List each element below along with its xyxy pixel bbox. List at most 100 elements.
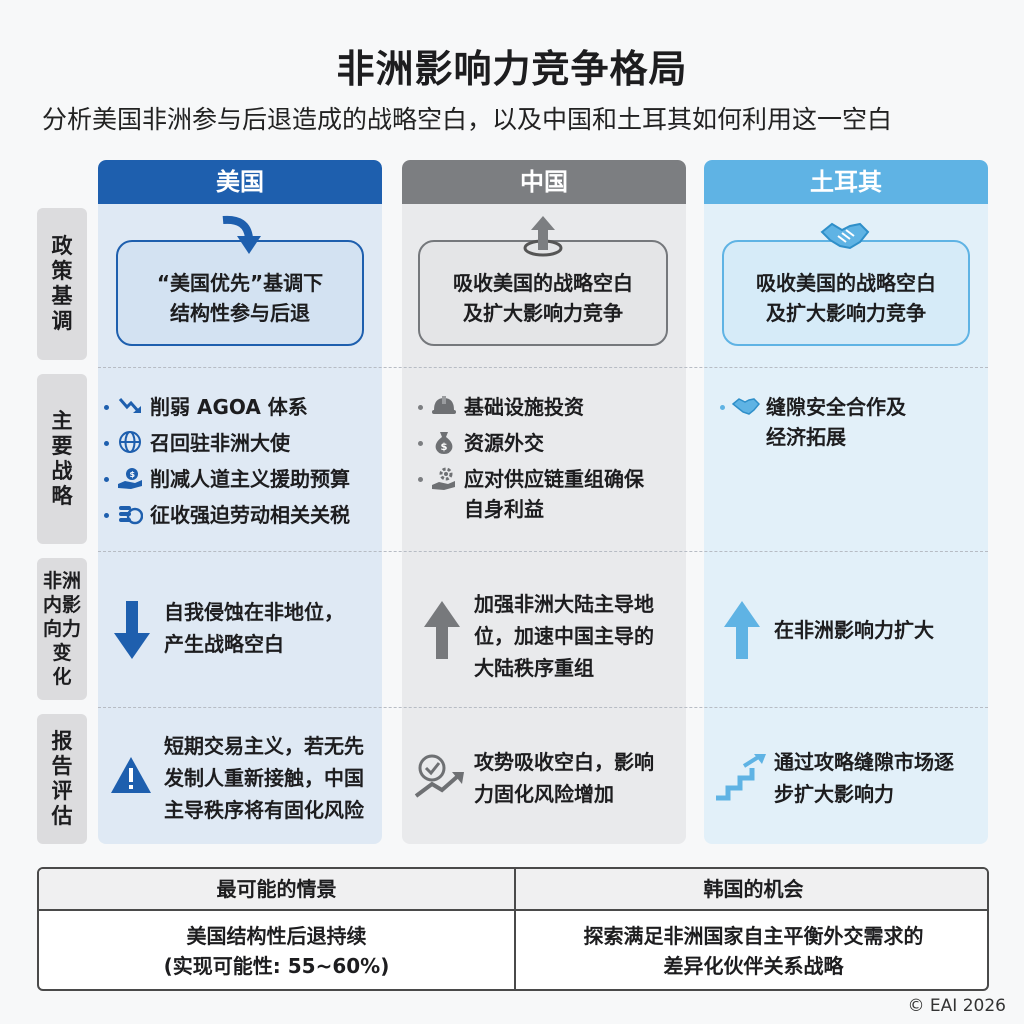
declining-chart-icon [116,392,144,420]
row-label-char: 向力 [42,618,81,640]
policy-text: “美国优先”基调下 [156,271,324,295]
strategy-list-tr: 缝隙安全合作及 经济拓展 [720,392,982,458]
strategy-text: 应对供应链重组确保 自身利益 [464,464,644,524]
assessment-line: 短期交易主义，若无先 [164,734,364,758]
row-label-char: 告 [51,754,73,778]
handshake-icon [820,214,870,258]
bullet-dot [418,477,423,482]
row-label-char: 基 [51,284,73,308]
row-label-char: 略 [51,484,73,508]
strategy-text-line: 自身利益 [464,497,544,521]
change-line: 产生战略空白 [164,632,284,656]
page-title: 非洲影响力竞争格局 [336,47,688,91]
strategy-text: 削弱 AGOA 体系 [150,395,308,419]
change-line: 位，加速中国主导的 [474,624,654,648]
column-header-cn: 中国 [402,160,686,204]
table-cell-line: 差异化伙伴关系战略 [663,954,844,978]
bullet-dot [720,405,725,410]
strategy-list-cn: 基础设施投资 $ 资源外交 应对供应链重组确保 自身利益 [418,392,680,530]
row-label-char: 政 [51,234,73,258]
row-divider [98,551,988,552]
row-label-policy: 政 策 基 调 [37,208,87,360]
list-item: $ 削减人道主义援助预算 [104,464,380,494]
list-item: 基础设施投资 [418,392,680,422]
strategy-text: 基础设施投资 [464,395,584,419]
row-divider [98,367,988,368]
table-cell-scenario: 美国结构性后退持续 (实现可能性: 55~60%) [39,911,514,989]
row-label-char: 主 [51,409,73,433]
change-line: 加强非洲大陆主导地 [474,592,654,616]
row-label-char: 调 [51,309,73,333]
strategy-text-line: 缝隙安全合作及 [766,395,906,419]
change-line: 在非洲影响力扩大 [774,618,934,642]
bullet-dot [418,405,423,410]
row-label-char: 化 [52,666,72,688]
strategy-text: 征收强迫劳动相关关税 [150,503,350,527]
table-header-scenario: 最可能的情景 [39,869,514,911]
row-label-char: 策 [51,259,73,283]
gear-hand-icon [430,464,458,492]
table-cell-korea: 探索满足非洲国家自主平衡外交需求的 差异化伙伴关系战略 [516,911,987,989]
table-divider [514,869,516,989]
table-cell-line: (实现可能性: 55~60%) [163,954,390,978]
globe-icon [116,428,144,456]
strategy-text: 召回驻非洲大使 [150,431,290,455]
circular-up-arrow-icon [518,214,568,258]
assessment-text-cn: 攻势吸收空白，影响 力固化风险增加 [474,746,680,810]
up-arrow-icon [420,598,464,662]
row-divider [98,707,988,708]
check-trend-icon [412,752,466,802]
policy-text: 吸收美国的战略空白 [756,271,936,295]
list-item: 召回驻非洲大使 [104,428,380,458]
strategy-text: 削减人道主义援助预算 [150,467,350,491]
list-item: 削弱 AGOA 体系 [104,392,380,422]
bullet-dot [104,477,109,482]
row-label-char: 战 [51,459,73,483]
svg-text:$: $ [130,470,136,479]
strategy-text-line: 经济拓展 [766,425,846,449]
change-text-cn: 加强非洲大陆主导地 位，加速中国主导的 大陆秩序重组 [474,588,680,684]
hard-hat-icon [430,392,458,420]
column-header-tr: 土耳其 [704,160,988,204]
money-bag-icon: $ [430,428,458,456]
list-item: 应对供应链重组确保 自身利益 [418,464,680,524]
copyright: © EAI 2026 [907,996,1006,1016]
assessment-line: 发制人重新接触，中国 [164,766,364,790]
bullet-dot [104,405,109,410]
row-label-char: 估 [51,804,73,828]
list-item: $ 资源外交 [418,428,680,458]
row-label-strategy: 主 要 战 略 [37,374,87,544]
page-subtitle: 分析美国非洲参与后退造成的战略空白，以及中国和土耳其如何利用这一空白 [42,105,893,134]
table-cell-line: 探索满足非洲国家自主平衡外交需求的 [583,924,924,948]
policy-text: 及扩大影响力竞争 [766,301,926,325]
assessment-text-us: 短期交易主义，若无先 发制人重新接触，中国 主导秩序将有固化风险 [164,730,380,826]
row-label-char: 要 [51,434,73,458]
policy-text: 吸收美国的战略空白 [453,271,633,295]
stairs-up-icon [714,752,768,802]
handshake-icon [732,392,760,420]
change-text-us: 自我侵蚀在非地位， 产生战略空白 [164,596,378,660]
policy-text: 及扩大影响力竞争 [463,301,623,325]
strategy-text: 缝隙安全合作及 经济拓展 [766,392,906,452]
row-label-assessment: 报 告 评 估 [37,714,87,844]
svg-text:$: $ [441,442,448,453]
list-item: 征收强迫劳动相关关税 [104,500,380,530]
row-label-change: 非洲 内影 向力 变 化 [37,558,87,700]
aid-hand-icon: $ [116,464,144,492]
warning-icon [108,754,154,796]
up-arrow-icon [720,598,764,662]
assessment-line: 主导秩序将有固化风险 [164,798,364,822]
policy-box-cn: 吸收美国的战略空白 及扩大影响力竞争 [418,240,668,346]
strategy-text: 资源外交 [464,431,544,455]
change-text-tr: 在非洲影响力扩大 [774,614,980,646]
list-item: 缝隙安全合作及 经济拓展 [720,392,982,452]
policy-box-us: “美国优先”基调下 结构性参与后退 [116,240,364,346]
assessment-line: 通过攻略缝隙市场逐 [774,750,954,774]
assessment-line: 力固化风险增加 [474,782,614,806]
coins-icon [116,500,144,528]
down-arrow-icon [110,598,154,662]
row-label-char: 变 [52,642,72,664]
curved-down-arrow-icon [215,214,265,258]
assessment-line: 攻势吸收空白，影响 [474,750,654,774]
row-label-char: 报 [51,729,73,753]
